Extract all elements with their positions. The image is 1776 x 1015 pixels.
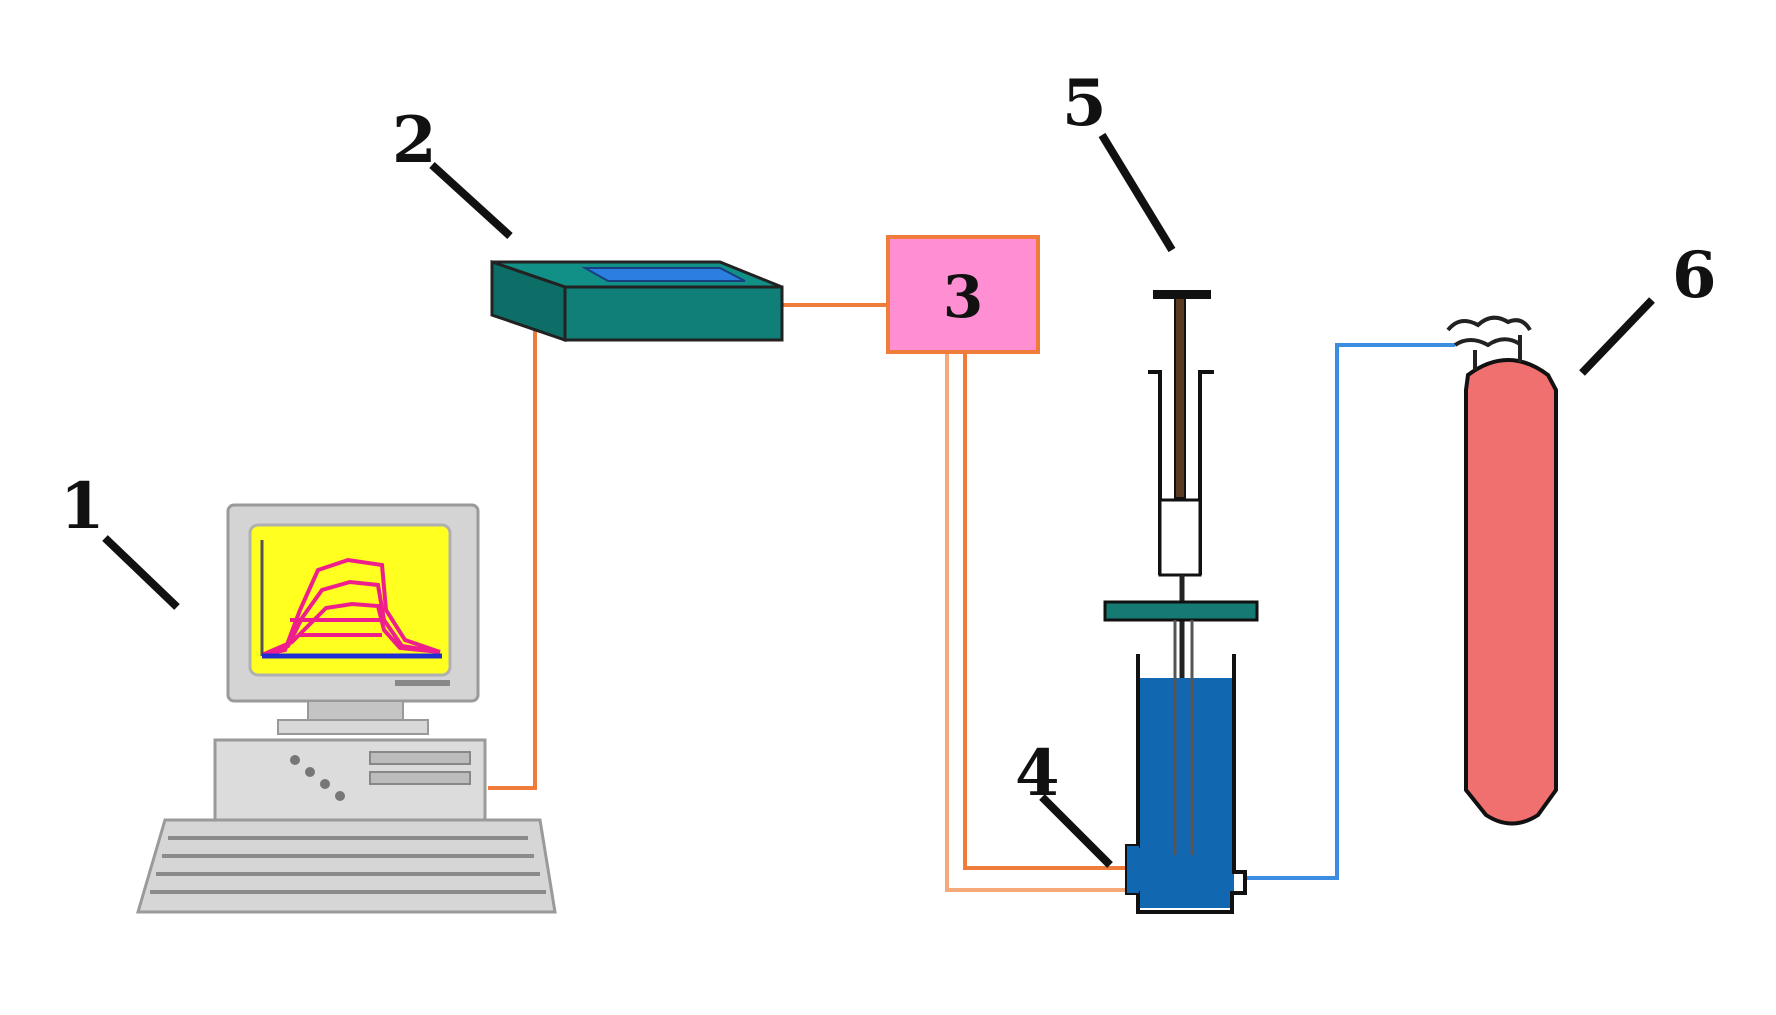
monitor-stand (307, 700, 404, 722)
recorder (490, 259, 784, 343)
drive-bay-2 (369, 771, 471, 785)
pointer-line-1 (102, 535, 180, 610)
keyboard (135, 818, 557, 914)
recorder-front-face (563, 285, 784, 342)
cell-liquid (1138, 678, 1234, 908)
monitor-base (277, 719, 429, 735)
cell-side-arm-left (1127, 846, 1139, 893)
barrel-right-wall (1198, 370, 1214, 575)
cell-lid (1103, 600, 1259, 622)
wire-amplifier-cell-outer (945, 352, 1132, 892)
amplifier-box (886, 235, 1040, 354)
plunger-handle (1153, 290, 1211, 299)
label-1: 1 (60, 469, 105, 544)
label-2: 2 (392, 103, 437, 178)
pointer-line-4 (1039, 794, 1113, 868)
pointer-line-5 (1098, 132, 1176, 253)
gas-line (1245, 343, 1455, 880)
monitor-badge (395, 680, 450, 686)
screen-trace (261, 557, 441, 657)
drive-bay-1 (369, 751, 471, 765)
pointer-line-2 (429, 162, 513, 239)
cylinder-valve (1446, 315, 1532, 370)
wire-amplifier-cell-inner (963, 352, 1132, 870)
monitor-screen (248, 523, 452, 677)
wire-computer-recorder (488, 325, 537, 790)
label-6: 6 (1672, 238, 1717, 313)
amplifier-box-label: 3 (943, 263, 983, 331)
recorder-paper-slot (581, 267, 746, 282)
label-4: 4 (1015, 736, 1060, 811)
syringe-chamber (1158, 498, 1202, 577)
cylinder-body (1464, 358, 1558, 826)
keyboard-keys (150, 836, 546, 894)
reaction-cell (1103, 600, 1259, 914)
gas-cylinder (1446, 315, 1558, 826)
plunger-rod (1174, 297, 1186, 499)
label-5: 5 (1062, 66, 1107, 141)
front-buttons (290, 755, 345, 801)
barrel-left-wall (1148, 370, 1162, 575)
computer (135, 503, 557, 914)
pointer-line-6 (1579, 297, 1655, 376)
